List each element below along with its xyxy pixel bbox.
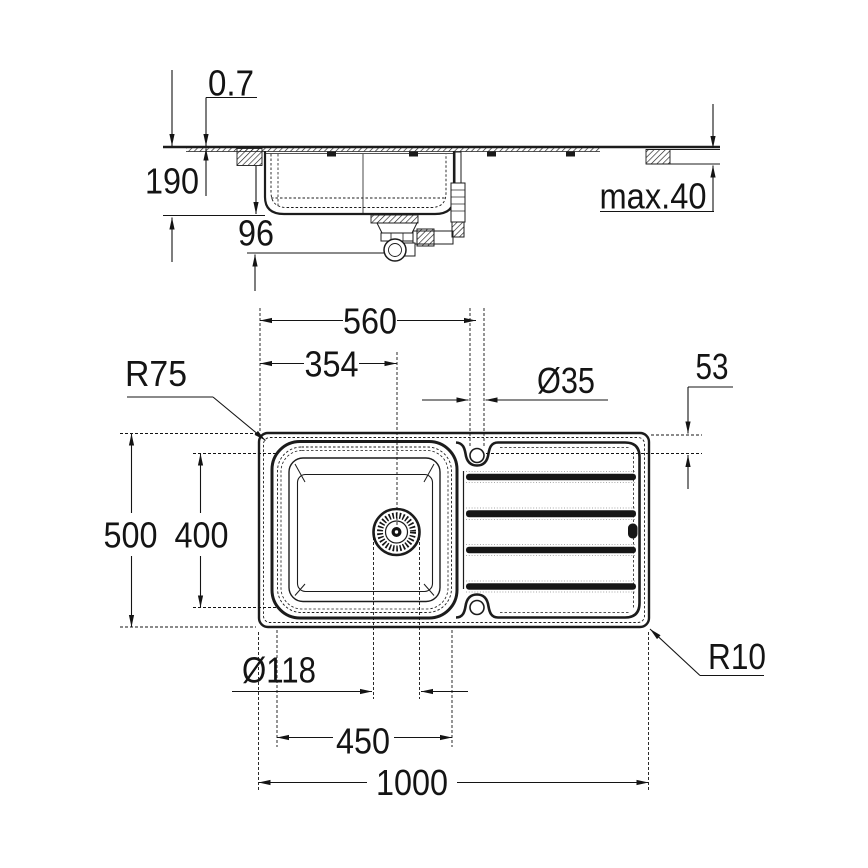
fastening-block-section — [236, 148, 263, 166]
overflow-pipe — [450, 151, 466, 238]
dim-bowl-width: 450 — [336, 721, 390, 762]
dim-rim-thickness: 0.7 — [208, 63, 254, 104]
plan-dimensions — [120, 308, 764, 792]
dim-tap-center-from-edge: 53 — [696, 346, 729, 387]
dim-bowl-corner-radius: R75 — [125, 353, 187, 394]
dim-tap-center-from-left: 560 — [343, 301, 397, 342]
drainer-edge-notch — [628, 523, 638, 539]
dim-bowl-front-to-back: 400 — [175, 515, 229, 556]
plan-view: 560 354 R75 Ø35 53 500 400 Ø118 450 1000… — [104, 301, 767, 804]
bowl-plan — [270, 440, 459, 620]
dim-tap-hole-diameter: Ø35 — [537, 360, 595, 401]
trap-outlet — [383, 238, 407, 262]
sink-outline — [257, 431, 651, 629]
dim-max-counter-thickness: max.40 — [600, 176, 707, 217]
dim-bowl-depth: 190 — [145, 161, 199, 202]
dim-outer-corner-radius: R10 — [708, 636, 766, 677]
tap-hole-bottom — [469, 599, 485, 616]
tap-hole-top — [469, 447, 485, 464]
dim-overall-depth: 500 — [104, 515, 158, 556]
sink-rim-section — [186, 148, 600, 152]
dim-overall-width: 1000 — [376, 762, 448, 803]
dim-drain-center-from-left: 354 — [305, 344, 359, 385]
drain-trap-assembly — [370, 214, 454, 262]
elevation-dimensions — [163, 70, 716, 291]
countertop-section — [645, 149, 720, 165]
bowl-profile — [263, 151, 456, 216]
dim-trap-clearance: 96 — [238, 213, 274, 254]
dim-drain-diameter: Ø118 — [242, 650, 316, 691]
drainer-ribs — [466, 473, 636, 590]
side-elevation-view: 0.7 190 96 max.40 — [145, 63, 720, 291]
pipe-coupling — [416, 228, 435, 247]
mounting-clips — [327, 151, 575, 157]
drainer-board — [455, 441, 641, 619]
drain-outlet — [372, 507, 421, 557]
